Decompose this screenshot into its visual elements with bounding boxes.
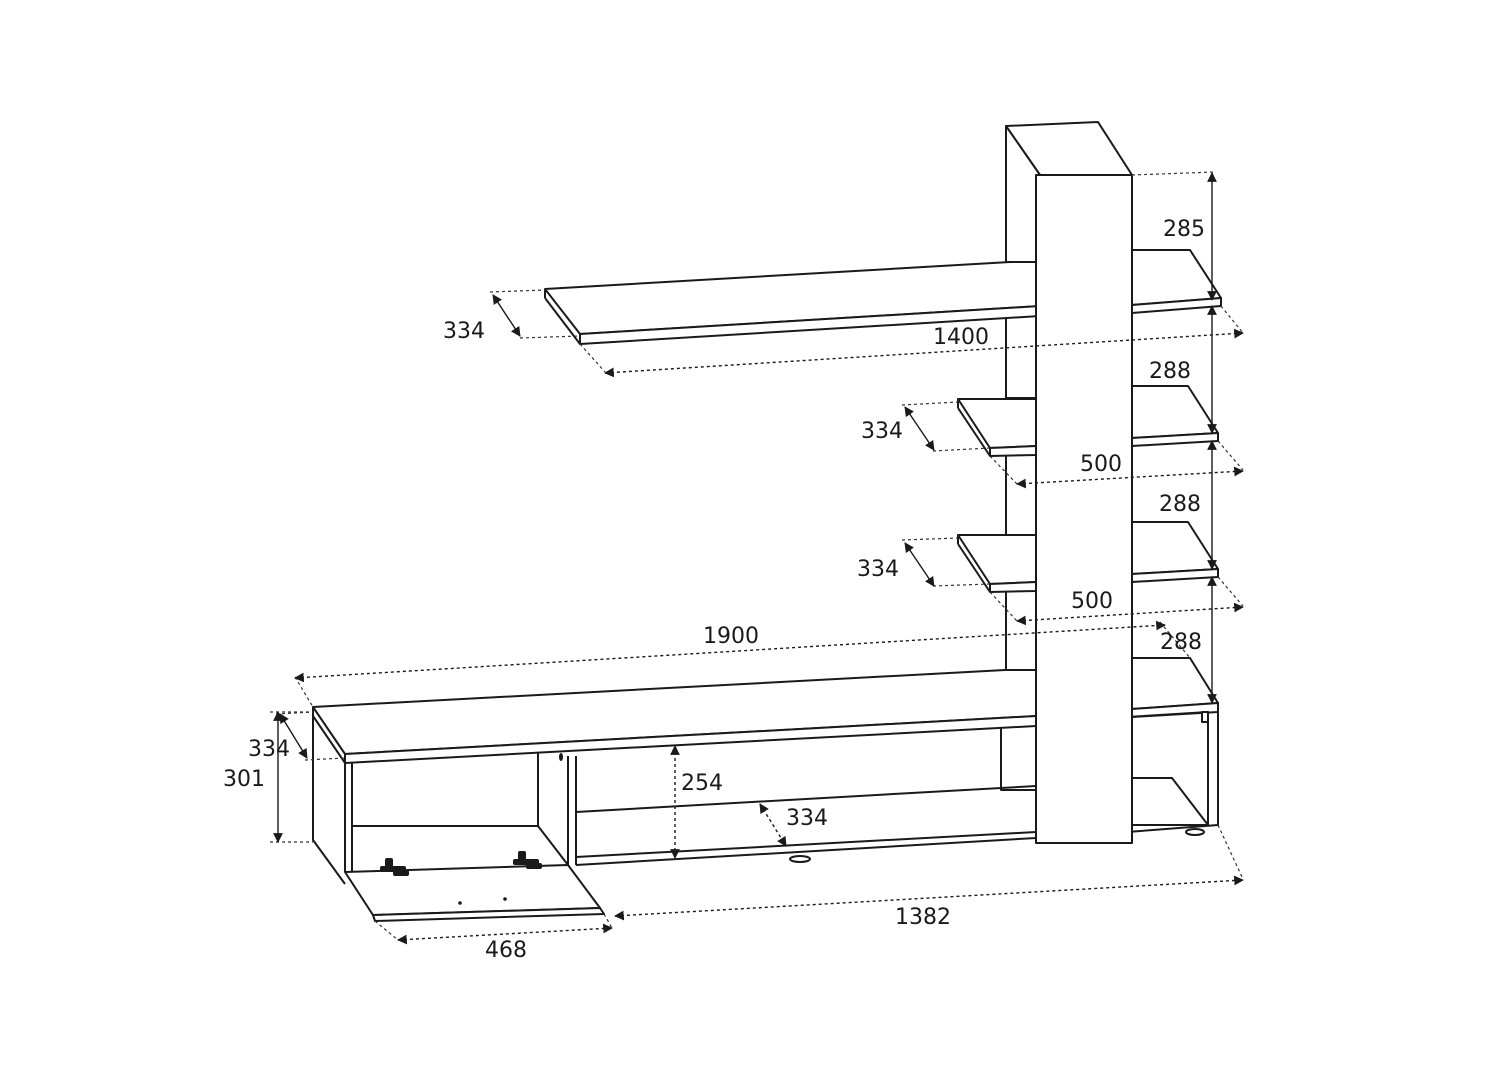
hinge-icon — [380, 858, 409, 876]
lower-shelf-spacing-label: 288 — [1159, 492, 1201, 517]
base-width-label: 1382 — [895, 905, 951, 930]
base-height-label: 301 — [223, 767, 265, 792]
tower-top-offset-label: 285 — [1163, 217, 1205, 242]
hinge-icon — [513, 851, 542, 869]
door-width-label: 468 — [485, 938, 527, 963]
top-shelf-depth-label: 334 — [443, 319, 485, 344]
middle-shelf-depth-label: 334 — [861, 419, 903, 444]
furniture-drawing — [312, 121, 1222, 922]
compartment-depth-label: 334 — [786, 806, 828, 831]
tower — [1005, 121, 1133, 844]
middle-shelf-spacing-label: 288 — [1149, 359, 1191, 384]
lower-shelf-width-label: 500 — [1071, 589, 1113, 614]
open-door — [344, 851, 605, 922]
base-depth-label: 334 — [248, 737, 290, 762]
base-length-label: 1900 — [703, 624, 759, 649]
lower-shelf-depth-label: 334 — [857, 557, 899, 582]
bottom-spacing-label: 288 — [1160, 630, 1202, 655]
dimension-labels: 334 1400 285 288 334 500 288 334 500 190… — [223, 217, 1205, 963]
compartment-height-label: 254 — [681, 771, 723, 796]
dimension-lines — [270, 171, 1244, 945]
middle-shelf-width-label: 500 — [1080, 452, 1122, 477]
top-shelf-width-label: 1400 — [933, 325, 989, 350]
